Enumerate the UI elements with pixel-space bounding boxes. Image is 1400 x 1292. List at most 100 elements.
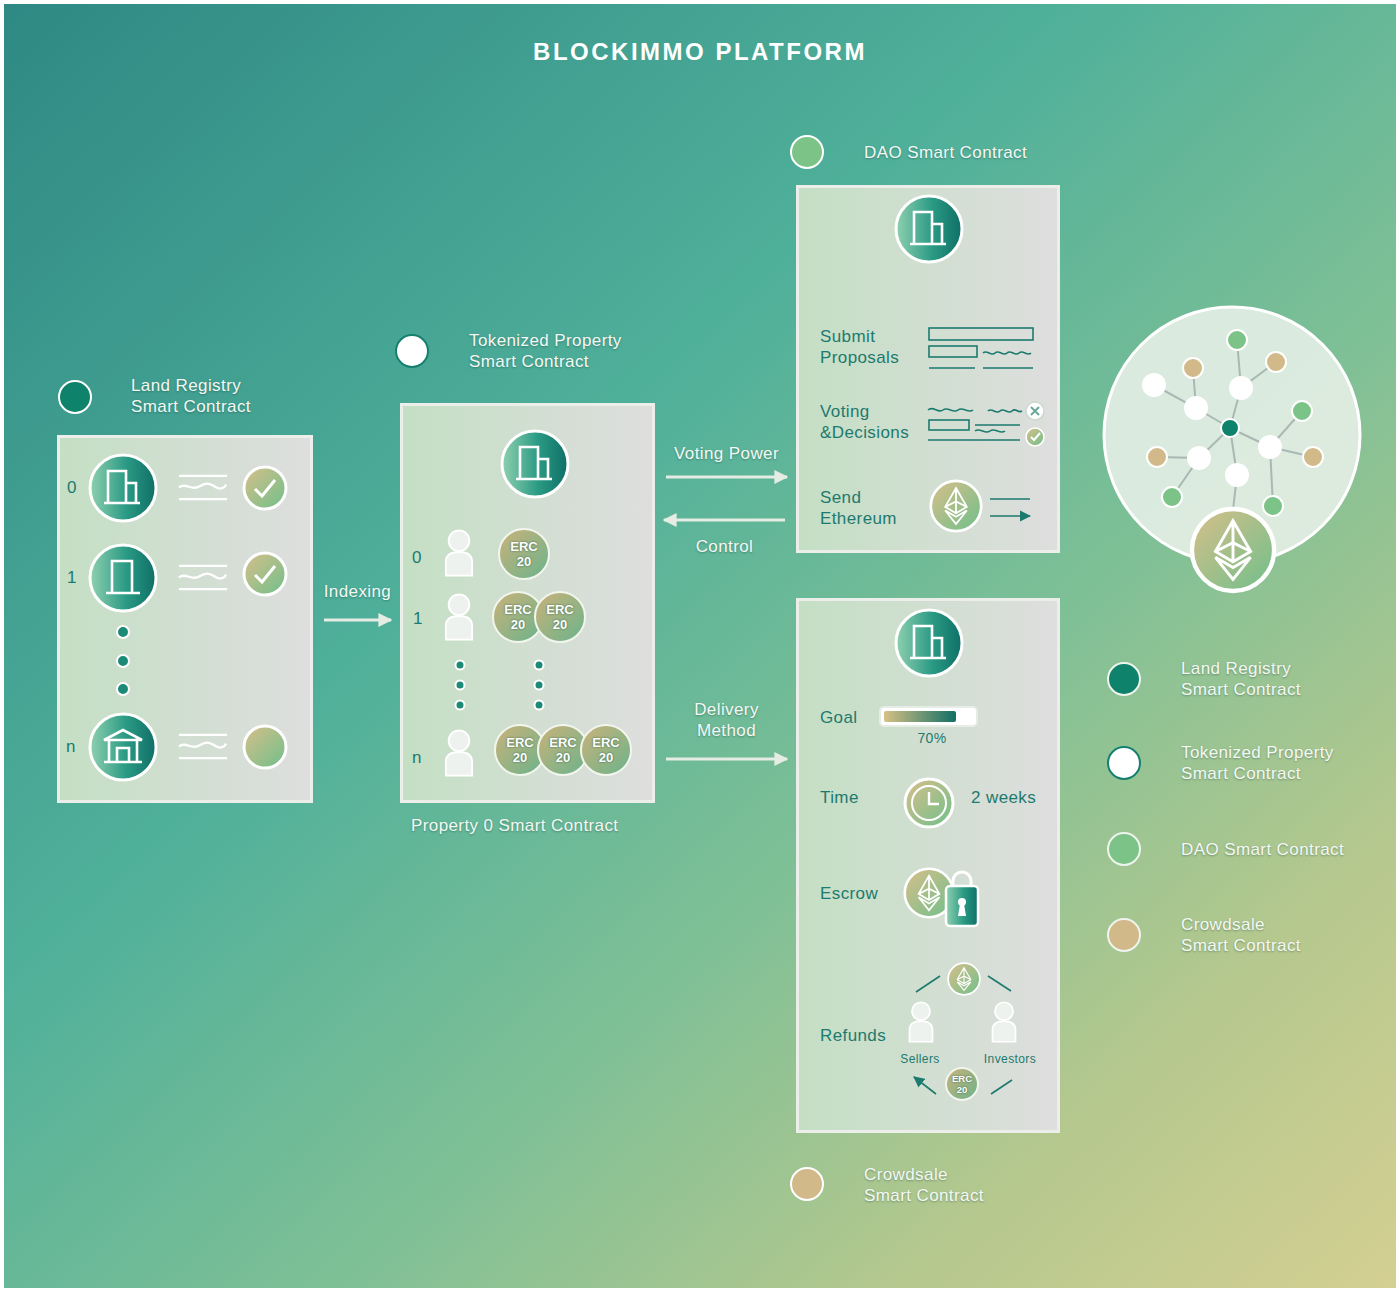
coin-label: ERC 20	[952, 1073, 972, 1096]
ethereum-network	[1263, 496, 1283, 516]
ethereum-network	[1225, 463, 1249, 487]
token-holders	[446, 594, 472, 639]
edge-label: Voting Power	[662, 443, 792, 464]
heading-dot	[59, 136, 823, 1200]
contract-panel: Tokenized Property Smart ContractPropert…	[400, 403, 655, 803]
heading-dot	[791, 136, 823, 168]
crowdsale-icons	[946, 886, 978, 926]
token-holders	[535, 701, 544, 710]
coin-label: ERC 20	[501, 735, 539, 765]
ethereum-network	[1183, 358, 1203, 378]
panel-fill	[57, 435, 313, 803]
dao-icons	[1031, 407, 1039, 415]
token-coin: ERC 20	[498, 528, 550, 580]
panel-label: Refunds	[820, 1025, 886, 1046]
ethereum-network	[1154, 340, 1313, 510]
token-holders	[535, 661, 544, 670]
crowdsale-icons	[905, 779, 953, 827]
panel-fill	[796, 185, 1060, 553]
panel-label: Submit Proposals	[820, 326, 915, 368]
panel-label: Time	[820, 787, 859, 808]
legend-text: DAO Smart Contract	[1181, 839, 1391, 860]
diagram-title: BLOCKIMMO PLATFORM	[533, 38, 867, 66]
edge-label: Indexing	[293, 581, 423, 602]
crowdsale-icons	[912, 786, 946, 820]
land-registry-rows	[90, 545, 156, 611]
panel-label: n	[412, 747, 422, 768]
panel-fill	[400, 403, 655, 803]
panel-label: Investors	[975, 1052, 1045, 1067]
ethereum-network	[1187, 446, 1211, 470]
coin-label: ERC 20	[587, 735, 625, 765]
panel-label: n	[66, 736, 76, 757]
ethereum-network	[1227, 330, 1247, 350]
panel-label: 2 weeks	[971, 787, 1036, 808]
contract-panel: Land Registry Smart Contract	[57, 435, 313, 803]
dao-icons	[929, 352, 1033, 368]
ethereum-network	[1162, 487, 1182, 507]
token-holders	[446, 530, 472, 575]
panel-label: Voting &Decisions	[820, 401, 920, 443]
legend-swatch	[1107, 746, 1141, 780]
flow-arrow	[664, 519, 785, 522]
ethereum-network	[1292, 401, 1312, 421]
dao-icons	[975, 430, 1005, 432]
ethereum-network	[1184, 396, 1208, 420]
crowdsale-icons	[929, 792, 939, 804]
legend-swatch	[1107, 918, 1141, 952]
land-registry-rows	[244, 467, 286, 509]
crowdsale-icons	[880, 707, 977, 726]
contract-heading: Tokenized Property Smart Contract	[469, 330, 644, 372]
token-holders	[456, 681, 465, 690]
land-registry-rows	[179, 735, 227, 758]
heading-dot	[59, 381, 91, 413]
panel-label: Escrow	[820, 883, 878, 904]
legend-text: Land Registry Smart Contract	[1181, 658, 1321, 700]
land-registry-rows	[117, 683, 129, 695]
panel-label: 1	[67, 567, 77, 588]
token-coin: ERC 20	[945, 1067, 979, 1101]
edge-label: Delivery Method	[677, 699, 777, 741]
coin-label: ERC 20	[505, 539, 543, 569]
dao-icons	[929, 420, 969, 430]
dao-icons	[929, 328, 1033, 340]
land-registry-rows	[244, 726, 286, 768]
ethereum-network	[1192, 509, 1274, 591]
crowdsale-icons	[905, 869, 954, 918]
heading-dot	[396, 335, 428, 367]
ethereum-network	[1147, 447, 1167, 467]
panel-label: Sellers	[890, 1052, 950, 1067]
legend-entry: Crowdsale Smart Contract	[1107, 918, 1387, 968]
panel-label: Send Ethereum	[820, 487, 915, 529]
legend-swatch	[1107, 662, 1141, 696]
crowdsale-icons	[953, 872, 971, 887]
land-registry-rows	[244, 553, 286, 595]
dao-icons	[896, 196, 962, 262]
dao-icons	[1026, 402, 1044, 420]
ethereum-network	[1142, 373, 1166, 397]
contract-heading: Crowdsale Smart Contract	[864, 1164, 992, 1206]
token-holders	[456, 661, 465, 670]
land-registry-rows	[117, 626, 129, 638]
crowdsale-icons	[896, 610, 962, 676]
crowdsale-icons	[992, 1002, 1015, 1042]
contract-heading: Land Registry Smart Contract	[131, 375, 271, 417]
flow-arrow	[666, 758, 787, 761]
legend-entry: Land Registry Smart Contract	[1107, 662, 1387, 712]
legend-entry: Tokenized Property Smart Contract	[1107, 746, 1387, 796]
crowdsale-icons	[884, 711, 956, 722]
background	[4, 4, 1396, 1288]
ethereum-network	[1303, 447, 1323, 467]
crowdsale-icons	[909, 1002, 932, 1042]
ethereum-network	[1104, 307, 1360, 563]
flow-arrow	[324, 619, 391, 622]
dao-icons	[1026, 428, 1044, 446]
contract-heading: Property 0 Smart Contract	[411, 815, 651, 836]
land-registry-rows	[90, 714, 156, 780]
land-registry-rows	[179, 566, 227, 589]
coin-label: ERC 20	[544, 735, 582, 765]
ethereum-network	[1104, 307, 1360, 591]
